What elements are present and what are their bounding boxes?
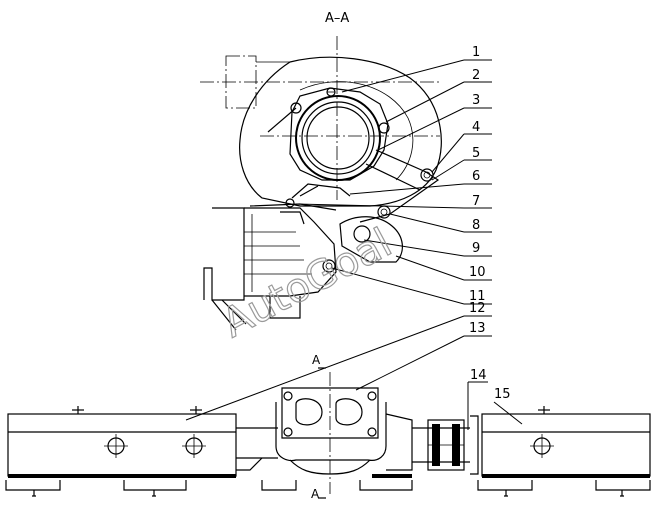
svg-text:2: 2 (472, 68, 480, 83)
callout-6: 6 (349, 169, 492, 195)
left-foot-2 (123, 480, 187, 491)
left-foot-2-stud (152, 490, 156, 497)
slip-joint-end (470, 415, 479, 475)
manifold-nut (322, 259, 336, 273)
bracket-nut-upper (420, 168, 434, 182)
svg-text:3: 3 (472, 93, 480, 108)
right-stud-1 (538, 406, 550, 414)
turbocharger-section-view (200, 36, 442, 331)
manifold-broken-edge (211, 299, 247, 331)
center-outlet-flange (261, 387, 413, 491)
svg-text:7: 7 (472, 194, 480, 209)
left-port-1 (104, 434, 128, 458)
callout-4: 4 (431, 120, 492, 173)
svg-text:12: 12 (469, 301, 486, 316)
flange-bolt-4 (367, 427, 377, 437)
left-stud-1 (72, 406, 84, 414)
slip-joint-tube (412, 427, 470, 463)
turbo-support-bracket (359, 149, 440, 223)
svg-text:5: 5 (472, 146, 480, 161)
flange-bolt-1 (283, 391, 293, 401)
callout-10: 10 (395, 255, 492, 281)
mount-bolt (285, 198, 295, 208)
center-base-strip (372, 474, 412, 478)
callout-5: 5 (431, 146, 492, 181)
connector-tube-left (236, 427, 278, 459)
left-port-2 (182, 434, 206, 458)
svg-text:4: 4 (472, 120, 480, 135)
callout-7: 7 (295, 194, 492, 209)
slip-joint (427, 419, 465, 471)
clamp-bolt-right (378, 122, 390, 134)
connector-tube-left-lower (236, 457, 263, 471)
svg-text:8: 8 (472, 218, 480, 233)
callout-group: 1 2 3 4 5 6 7 (185, 45, 523, 430)
manifold-elevation-view: A A (5, 353, 651, 501)
turbine-mount-plate (291, 183, 351, 199)
svg-text:AutoGoal: AutoGoal (215, 220, 399, 347)
callout-2: 2 (385, 68, 492, 123)
outlet-port-right (335, 398, 363, 426)
svg-text:15: 15 (494, 387, 511, 402)
watermark: AutoGoal (214, 219, 399, 347)
right-foot-2 (595, 480, 651, 491)
clamp-bolt-left (267, 102, 302, 133)
manifold-left-segment (5, 406, 237, 497)
elbow-port (353, 225, 371, 243)
flange-bolt-2 (367, 391, 377, 401)
callout-8: 8 (389, 213, 492, 233)
connector-tube-right (385, 413, 413, 471)
center-foot-2 (359, 480, 413, 491)
svg-text:13: 13 (469, 321, 486, 336)
manifold-lower-lug (269, 296, 301, 319)
manifold-hatch-lines (244, 231, 312, 275)
right-foot-1-stud (504, 490, 508, 497)
clamp-bolt-top (326, 87, 336, 97)
svg-text:10: 10 (469, 265, 486, 280)
callout-13: 13 (355, 321, 492, 391)
outlet-port-left (295, 398, 323, 426)
right-foot-1 (477, 480, 533, 491)
turbine-bore (306, 106, 370, 170)
callout-14: 14 (467, 368, 488, 430)
flange-bolt-3 (283, 427, 293, 437)
section-mark-bottom: A (311, 487, 320, 501)
callout-11: 11 (331, 267, 492, 305)
turbine-flange-inner (301, 101, 375, 175)
callout-1: 1 (341, 45, 492, 93)
section-mark-top: A (312, 353, 321, 367)
section-title: A–A (325, 11, 349, 26)
turbine-volute (239, 56, 442, 207)
manifold-stud (280, 211, 305, 225)
svg-text:9: 9 (472, 241, 480, 256)
left-foot-1 (5, 480, 61, 491)
svg-text:14: 14 (470, 368, 487, 383)
right-port-1 (530, 434, 554, 458)
right-foot-2-stud (620, 490, 624, 497)
manifold-right-segment (477, 406, 651, 497)
outlet-neck (289, 459, 371, 475)
callout-9: 9 (363, 239, 492, 257)
svg-text:11: 11 (469, 289, 486, 304)
callout-3: 3 (377, 93, 492, 151)
svg-text:1: 1 (472, 45, 480, 60)
manifold-section-outlet (244, 207, 337, 297)
oil-return-elbow (339, 216, 403, 263)
turbine-flange-outer (295, 95, 381, 181)
left-stud-2 (190, 406, 202, 414)
volute-inner-contour (299, 81, 414, 181)
bracket-rib (365, 163, 421, 191)
callout-15: 15 (493, 387, 523, 425)
svg-text:6: 6 (472, 169, 480, 184)
mount-plate-edge (299, 185, 319, 197)
left-foot-1-stud (32, 490, 36, 497)
manifold-section-body (203, 207, 245, 301)
center-foot-1 (261, 480, 297, 491)
